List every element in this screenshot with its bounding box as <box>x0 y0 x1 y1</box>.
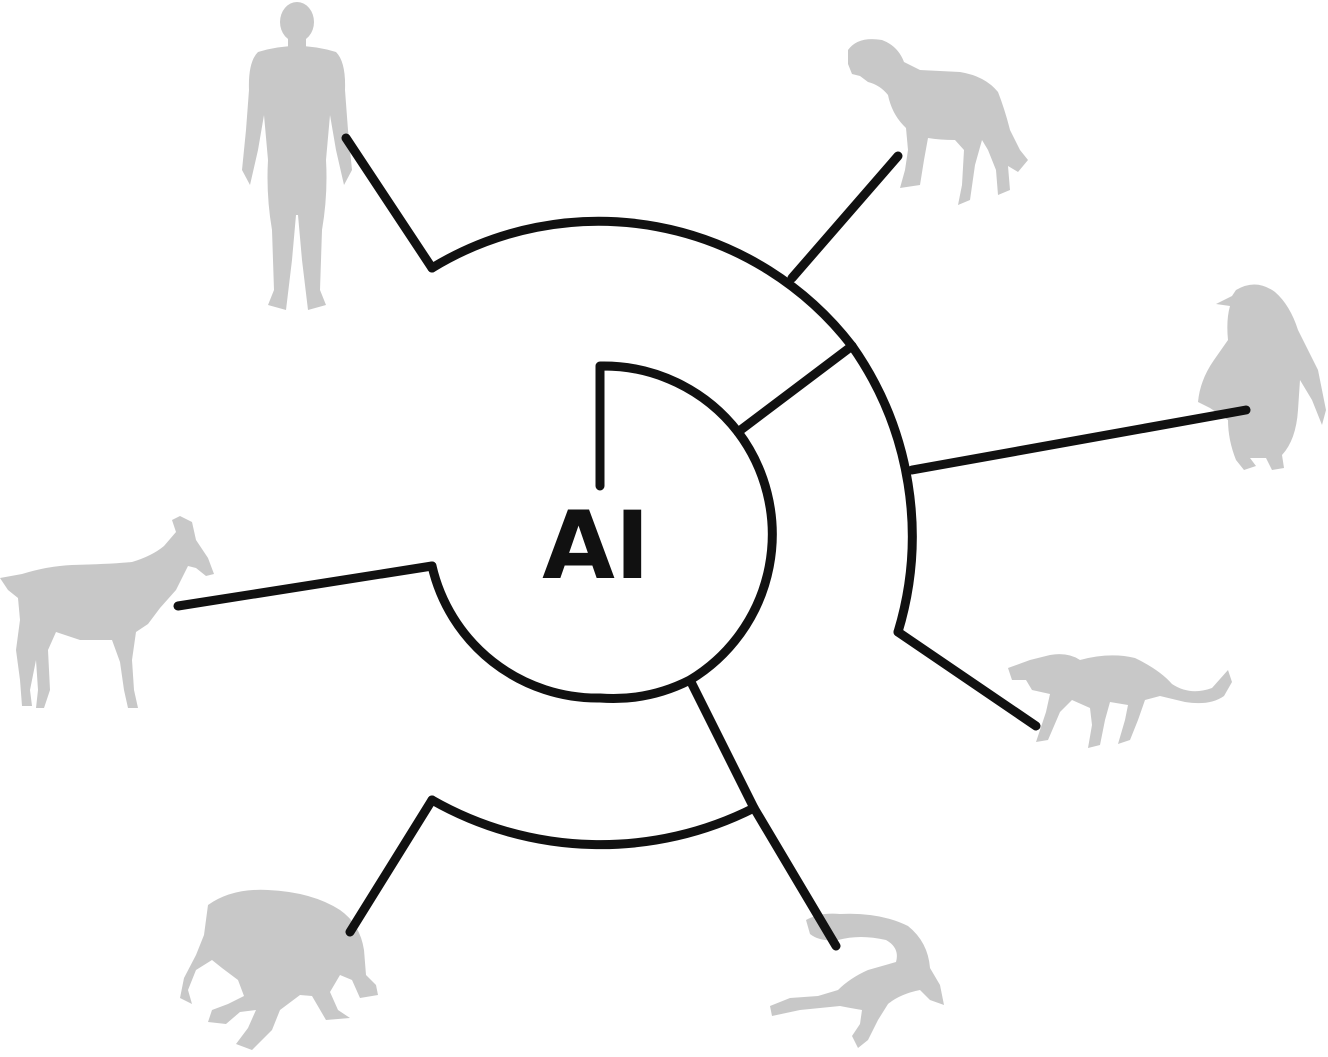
chimpanzee-icon <box>180 889 378 1050</box>
branch-goat <box>173 561 437 611</box>
penguin-icon <box>1198 284 1326 470</box>
branch-penguin <box>907 405 1251 475</box>
branch-outer-upper-arc <box>427 216 857 351</box>
branch-chimpanzee <box>345 795 437 937</box>
branch-outer-lower-arc <box>427 795 759 850</box>
tree-branches <box>173 133 1251 951</box>
branch-outer-right-arc <box>847 341 917 637</box>
branch-connector-upper <box>733 341 857 437</box>
human-icon <box>242 2 352 310</box>
branch-human <box>341 133 437 273</box>
wolf-icon <box>1008 654 1232 748</box>
branch-inner-arc <box>427 427 777 703</box>
branch-platypus <box>749 803 841 951</box>
branch-dog <box>787 151 903 283</box>
dog-icon <box>848 39 1028 205</box>
root-label: AI <box>542 492 650 601</box>
goat-icon <box>0 516 214 708</box>
platypus-icon <box>770 913 944 1048</box>
branch-root-stem <box>595 361 743 491</box>
branch-connector-lower <box>685 675 759 813</box>
branch-wolf <box>893 627 1041 731</box>
